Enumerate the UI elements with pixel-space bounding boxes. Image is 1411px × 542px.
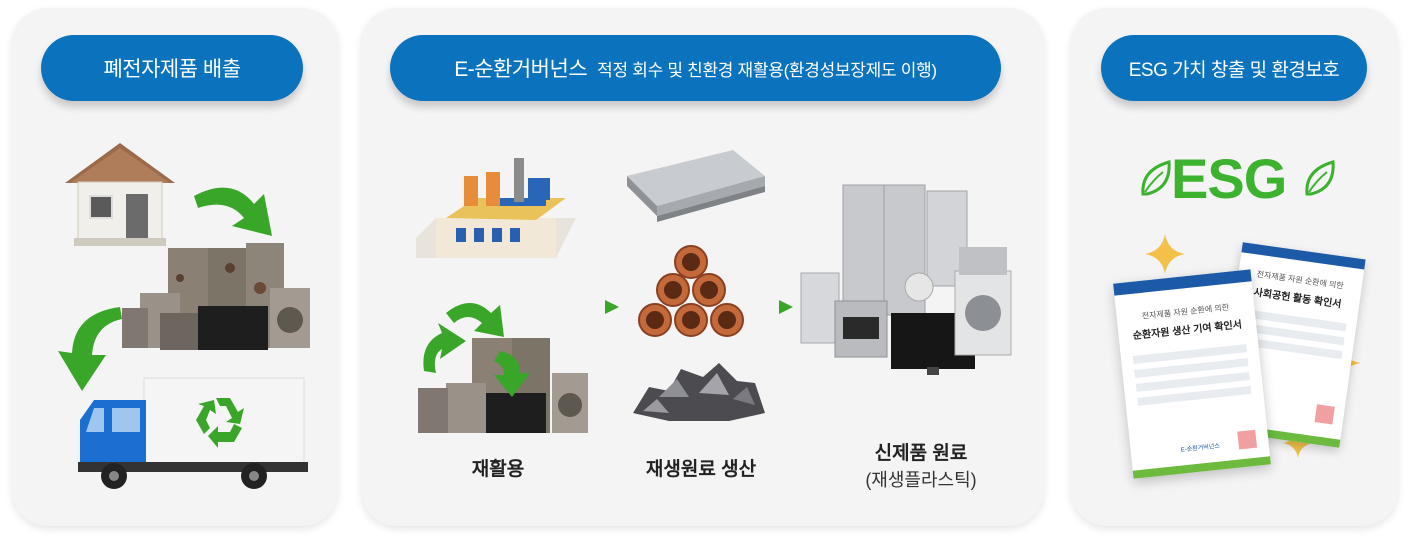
arrow-appliances-to-truck-icon: [58, 307, 122, 391]
arrow-right-icon: [779, 300, 793, 314]
factory-illustration: [416, 158, 576, 258]
old-appliances-illustration: [122, 243, 310, 350]
panel-waste-disposal: 폐전자제품 배출: [12, 8, 338, 526]
title-pill-esg-value: ESG 가치 창출 및 환경보호: [1101, 35, 1367, 101]
leaf-icon: [1305, 160, 1335, 196]
esg-logo-text: ESG: [1171, 147, 1287, 210]
metal-sheets-illustration: [627, 150, 765, 222]
step-label-recycling: 재활용: [471, 459, 525, 480]
recycle-appliances-illustration: [418, 303, 588, 433]
panel-title: 폐전자제품 배출: [103, 58, 241, 81]
step-sublabel-recycled-plastic: (재생플라스틱): [865, 470, 977, 490]
stamp-icon: [1314, 404, 1335, 425]
panel-e-circular-governance: E-순환거버넌스 적정 회수 및 친환경 재활용(환경성보장제도 이행): [361, 8, 1044, 526]
certificate-brand: E-순환거버넌스: [1180, 443, 1221, 454]
sparkle-icon: [1283, 428, 1313, 458]
step-label-recycled-material: 재생원료 생산: [645, 459, 757, 480]
panel-title-sub: 적정 회수 및 친환경 재활용(환경성보장제도 이행): [597, 60, 937, 80]
title-pill-e-circular-governance: E-순환거버넌스 적정 회수 및 친환경 재활용(환경성보장제도 이행): [390, 35, 1001, 101]
title-pill-waste-disposal: 폐전자제품 배출: [41, 35, 303, 101]
copper-pipes-illustration: [638, 245, 744, 337]
panel-title: ESG 가치 창출 및 환경보호: [1128, 59, 1340, 81]
step-label-new-product-material: 신제품 원료: [874, 443, 968, 464]
house-illustration: [65, 143, 175, 246]
arrow-house-to-appliances-icon: [194, 187, 272, 236]
panel-title-main: E-순환거버넌스: [454, 58, 588, 81]
panel-esg-value: ESG 가치 창출 및 환경보호 ESG 전자제품 자원 순환에 의한 사회공헌…: [1071, 8, 1398, 526]
scrap-metal-illustration: [633, 363, 765, 421]
new-appliances-illustration: [800, 184, 1012, 375]
arrow-right-icon: [605, 300, 619, 314]
stamp-icon: [1237, 429, 1258, 450]
leaf-icon: [1141, 160, 1171, 196]
certificate-circular-resource: 전자제품 자원 순환에 의한 순환자원 생산 기여 확인서 E-순환거버넌스: [1113, 269, 1271, 479]
sparkle-icon: [1145, 234, 1185, 274]
recycling-truck-illustration: [78, 377, 308, 489]
